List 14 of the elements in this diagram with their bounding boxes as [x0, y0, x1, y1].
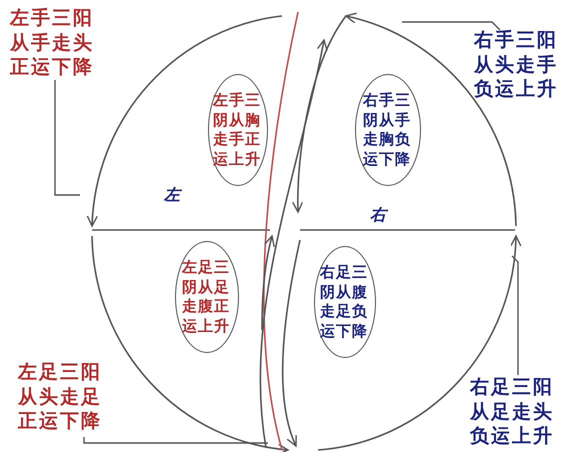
leader-line: [54, 80, 80, 196]
text-oval: 左足三阴从足走腹正运上升: [175, 241, 239, 353]
meridian-note: 右手三阳从头走手负运上升: [474, 28, 562, 102]
text-oval: 右足三阴从腹走足负运下降: [314, 246, 376, 358]
text-oval: 右手三阴从手走胸负运下降: [355, 74, 421, 186]
meridian-note: 右足三阳从足走头负运上升: [470, 375, 558, 450]
side-label: 右: [370, 205, 386, 226]
meridian-note: 左足三阳从头走足正运下降: [18, 360, 106, 434]
side-label: 左: [164, 185, 180, 206]
leader-line: [402, 21, 500, 30]
leader-line: [83, 437, 268, 444]
meridian-note: 左手三阳从手走头正运下降: [10, 6, 98, 80]
text-oval: 左手三阴从胸走手正运上升: [208, 74, 268, 186]
leader-line: [512, 256, 519, 375]
